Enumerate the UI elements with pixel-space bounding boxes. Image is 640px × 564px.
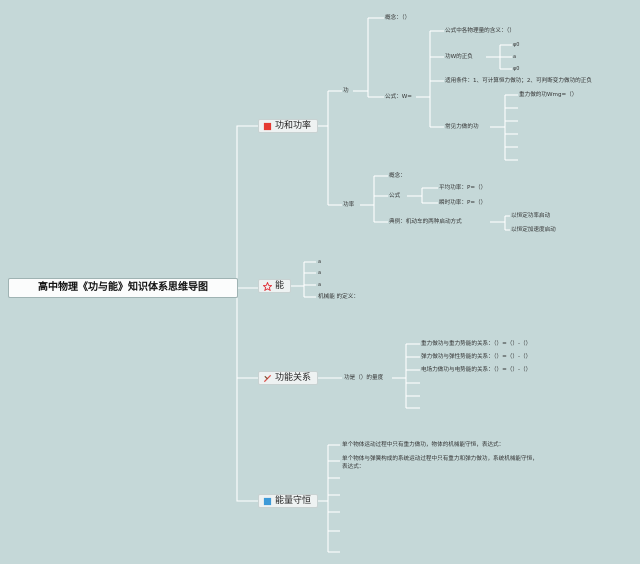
- elastic-relation[interactable]: 弹力做功与弹性势能的关系：（）=（）-（）: [421, 354, 532, 360]
- formula-meaning[interactable]: 公式中各物理量的含义：（）: [445, 28, 515, 34]
- gravity-relation[interactable]: 重力做功与重力势能的关系：（）=（）-（）: [421, 341, 532, 347]
- blue-square-icon: [263, 497, 272, 505]
- star-icon: [263, 281, 272, 291]
- system-expression[interactable]: 表达式：: [342, 464, 365, 470]
- work-sign-zero[interactable]: a: [513, 54, 517, 60]
- tools-icon: [263, 374, 272, 382]
- work-sign-negative[interactable]: φ0: [513, 66, 520, 72]
- formula-condition[interactable]: 适用条件：1、可计算恒力做功；2、可判断变力做功的正负: [445, 78, 592, 84]
- energy-item-3[interactable]: a: [318, 282, 322, 288]
- gravity-work[interactable]: 重力做的功Wmg=（）: [519, 92, 578, 98]
- work-label[interactable]: 功: [343, 88, 349, 94]
- power-example[interactable]: 典例：机动车的两种启动方式: [389, 219, 462, 225]
- mechanical-energy-definition[interactable]: 机械能 的定义：: [318, 294, 359, 300]
- work-concept[interactable]: 概念：（）: [385, 15, 411, 21]
- branch-conservation-label: 能量守恒: [275, 496, 312, 506]
- power-label[interactable]: 功率: [343, 202, 355, 208]
- branch-energy-label: 能: [275, 281, 285, 291]
- branch-work-power[interactable]: 功和功率: [258, 119, 319, 133]
- branch-relation-label: 功能关系: [275, 373, 312, 383]
- energy-item-1[interactable]: a: [318, 259, 322, 265]
- constant-accel-start[interactable]: 以恒定加速度启动: [511, 227, 556, 233]
- red-flag-icon: [263, 122, 272, 130]
- branch-work-energy-relation[interactable]: 功能关系: [258, 371, 319, 385]
- instant-power[interactable]: 瞬时功率：P=（）: [439, 200, 487, 206]
- work-formula[interactable]: 公式：W=: [385, 94, 412, 100]
- power-concept[interactable]: 概念：: [389, 173, 406, 179]
- constant-power-start[interactable]: 以恒定功率启动: [511, 213, 551, 219]
- single-object-conservation[interactable]: 单个物体运动过程中只有重力做功，物体的机械能守恒，表达式：: [342, 442, 505, 448]
- power-formula[interactable]: 公式: [389, 193, 401, 199]
- branch-energy[interactable]: 能: [258, 279, 292, 293]
- energy-item-2[interactable]: a: [318, 270, 322, 276]
- common-force-work[interactable]: 常见力做的功: [445, 124, 479, 130]
- average-power[interactable]: 平均功率：P=（）: [439, 185, 487, 191]
- branch-work-power-label: 功和功率: [275, 121, 312, 131]
- root-topic[interactable]: 高中物理《功与能》知识体系思维导图: [8, 278, 238, 298]
- branch-energy-conservation[interactable]: 能量守恒: [258, 494, 319, 508]
- system-conservation[interactable]: 单个物体与弹簧构成的系统运动过程中只有重力和弹力做功，系统机械能守恒，: [342, 456, 538, 462]
- work-measure[interactable]: 功是（）的量度: [344, 375, 384, 381]
- work-sign-positive[interactable]: φ0: [513, 42, 520, 48]
- electric-relation[interactable]: 电场力做功与电势能的关系：（）=（）-（）: [421, 367, 532, 373]
- work-sign[interactable]: 功W的正负: [445, 54, 473, 60]
